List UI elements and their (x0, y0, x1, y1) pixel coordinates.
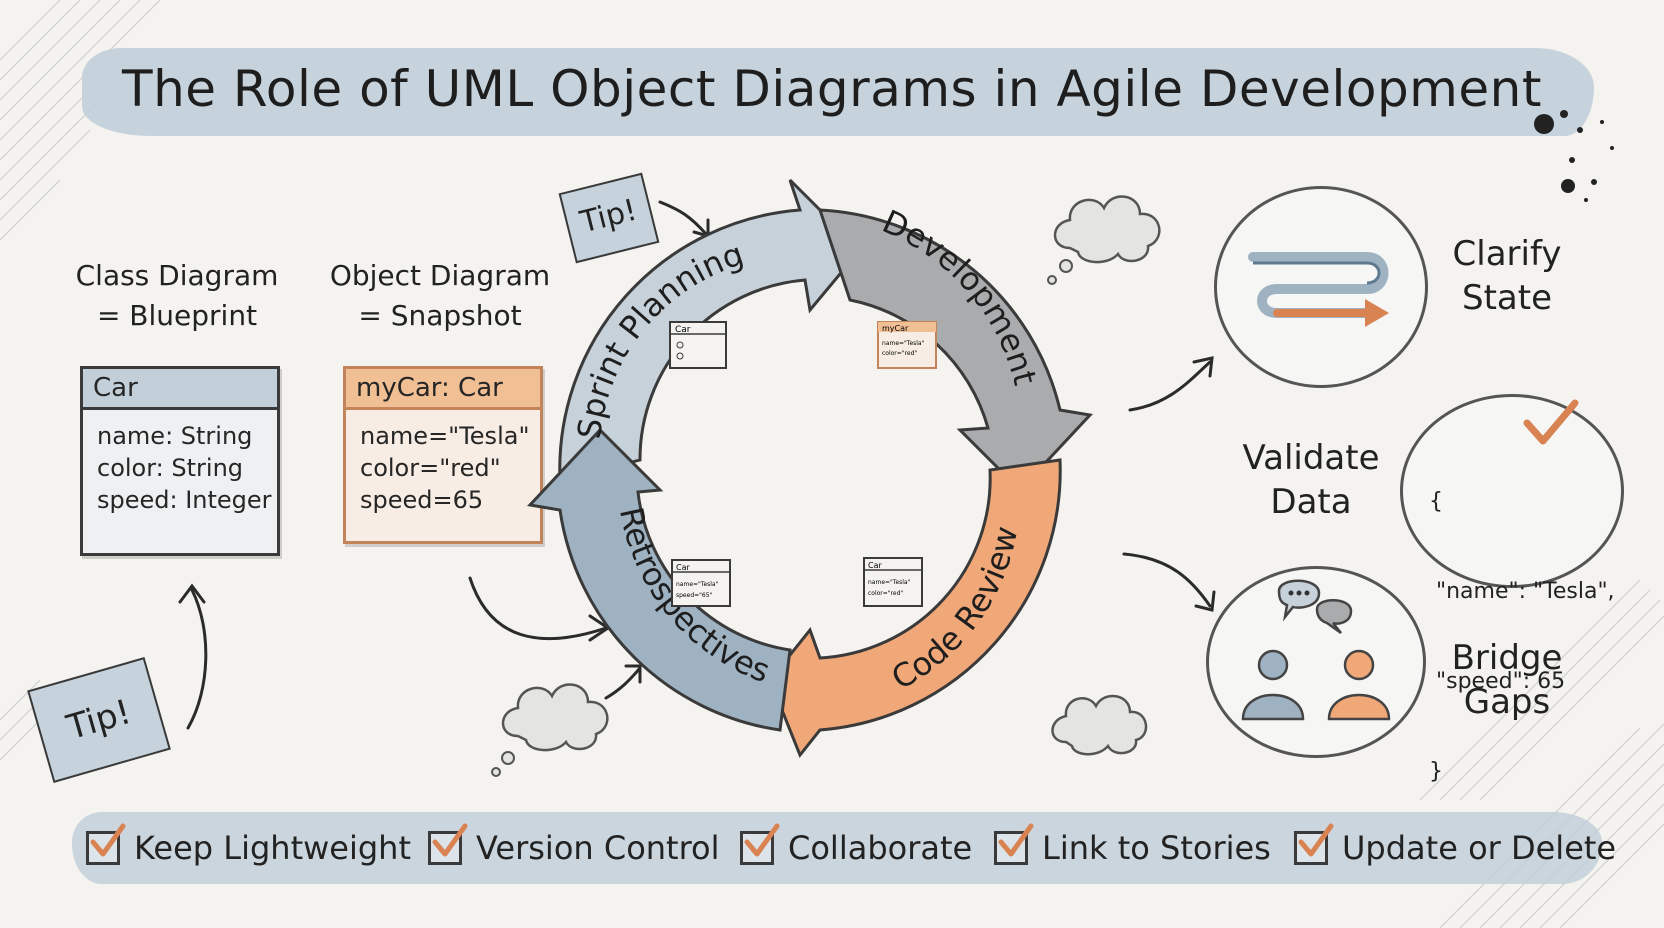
class-attribute: color: String (97, 454, 244, 482)
checkbox-icon (740, 823, 780, 865)
svg-text:color="red": color="red" (868, 590, 903, 597)
svg-text:name="Tesla": name="Tesla" (676, 581, 719, 588)
checklist-label: Link to Stories (1042, 829, 1271, 867)
json-line: "name": "Tesla", (1429, 579, 1615, 604)
checklist-item-update-or-delete: Update or Delete (1294, 822, 1616, 874)
object-attributes: name="Tesla" color="red" speed=65 (346, 410, 540, 516)
svg-text:color="red": color="red" (882, 350, 917, 357)
class-attribute: speed: Integer (97, 486, 272, 514)
object-attribute: name="Tesla" (360, 422, 530, 450)
checklist-label: Collaborate (788, 829, 973, 867)
svg-text:speed="65": speed="65" (676, 592, 713, 599)
benefit-arrows (1122, 356, 1216, 612)
checkbox-icon (428, 823, 468, 865)
bridge-line1: Bridge (1451, 638, 1563, 678)
object-diagram-box: myCar: Car name="Tesla" color="red" spee… (343, 366, 543, 544)
checklist-label: Update or Delete (1342, 829, 1617, 867)
class-diagram-caption: Class Diagram = Blueprint (57, 256, 297, 336)
svg-text:Car: Car (676, 563, 690, 572)
cloud-icon (1047, 195, 1161, 285)
checkbox-icon (86, 823, 126, 865)
validate-data-circle: { "name": "Tesla", "speed": 65 } (1400, 394, 1624, 784)
cycle-segment-retrospectives (526, 427, 792, 732)
mini-card-review: Car name="Tesla" color="red" (863, 557, 923, 607)
cycle-segment-code-review (768, 458, 1062, 758)
svg-text:name="Tesla": name="Tesla" (868, 579, 911, 586)
mini-card-retro: Car name="Tesla" speed="65" (671, 559, 731, 607)
cloud-icon (491, 683, 609, 777)
checklist-band (72, 812, 1602, 884)
cycle-segment-sprint-planning (558, 178, 863, 482)
class-caption-line2: = Blueprint (96, 299, 258, 332)
clarify-line2: State (1462, 278, 1552, 318)
svg-text:Car: Car (868, 561, 882, 570)
mini-card-planning: Car (669, 321, 727, 369)
bridge-gaps-circle (1206, 566, 1426, 758)
class-caption-line1: Class Diagram (75, 259, 279, 292)
class-attribute: name: String (97, 422, 253, 450)
class-name: Car (83, 369, 277, 410)
validate-line2: Data (1270, 482, 1352, 522)
flow-arrow-icon (1248, 252, 1389, 327)
svg-text:Car: Car (675, 325, 691, 335)
json-line: } (1429, 759, 1443, 784)
clarify-state-circle (1214, 186, 1428, 388)
class-diagram-box: Car name: String color: String speed: In… (80, 366, 280, 556)
mini-card-development: myCar name="Tesla" color="red" (877, 321, 937, 369)
json-line: "speed": 65 (1429, 669, 1566, 694)
checklist-item-collaborate: Collaborate (740, 822, 972, 874)
object-name: myCar: Car (346, 369, 540, 410)
bridge-gaps-label: Bridge Gaps (1432, 636, 1582, 724)
object-caption-line1: Object Diagram (329, 259, 551, 292)
json-line: { (1429, 489, 1443, 514)
checklist-item-keep-lightweight: Keep Lightweight (86, 822, 411, 874)
people-chat-icon (1241, 579, 1391, 721)
clarify-line1: Clarify (1452, 234, 1562, 274)
ink-splatter (1534, 110, 1614, 202)
left-arrows (178, 200, 710, 730)
page-title: The Role of UML Object Diagrams in Agile… (122, 60, 1542, 118)
checklist-item-link-to-stories: Link to Stories (994, 822, 1271, 874)
clarify-state-label: Clarify State (1432, 232, 1582, 320)
checklist-item-version-control: Version Control (428, 822, 720, 874)
checkbox-icon (994, 823, 1034, 865)
agile-cycle: Sprint Planning Development Code Review … (526, 178, 1094, 758)
validate-line1: Validate (1242, 438, 1380, 478)
object-caption-line2: = Snapshot (358, 299, 522, 332)
object-diagram-caption: Object Diagram = Snapshot (320, 256, 560, 336)
checklist-label: Version Control (476, 829, 720, 867)
bridge-line2: Gaps (1463, 682, 1551, 722)
checkbox-icon (1294, 823, 1334, 865)
svg-text:name="Tesla": name="Tesla" (882, 340, 925, 347)
svg-text:myCar: myCar (882, 324, 909, 333)
cloud-icon (1051, 694, 1148, 756)
json-snippet: { "name": "Tesla", "speed": 65 } (1429, 427, 1615, 847)
checklist-label: Keep Lightweight (134, 829, 411, 867)
class-attributes: name: String color: String speed: Intege… (83, 410, 277, 516)
object-attribute: speed=65 (360, 486, 484, 514)
title-banner (82, 48, 1594, 136)
object-attribute: color="red" (360, 454, 501, 482)
checkmark-icon (1523, 399, 1579, 445)
validate-data-label: Validate Data (1236, 436, 1386, 524)
